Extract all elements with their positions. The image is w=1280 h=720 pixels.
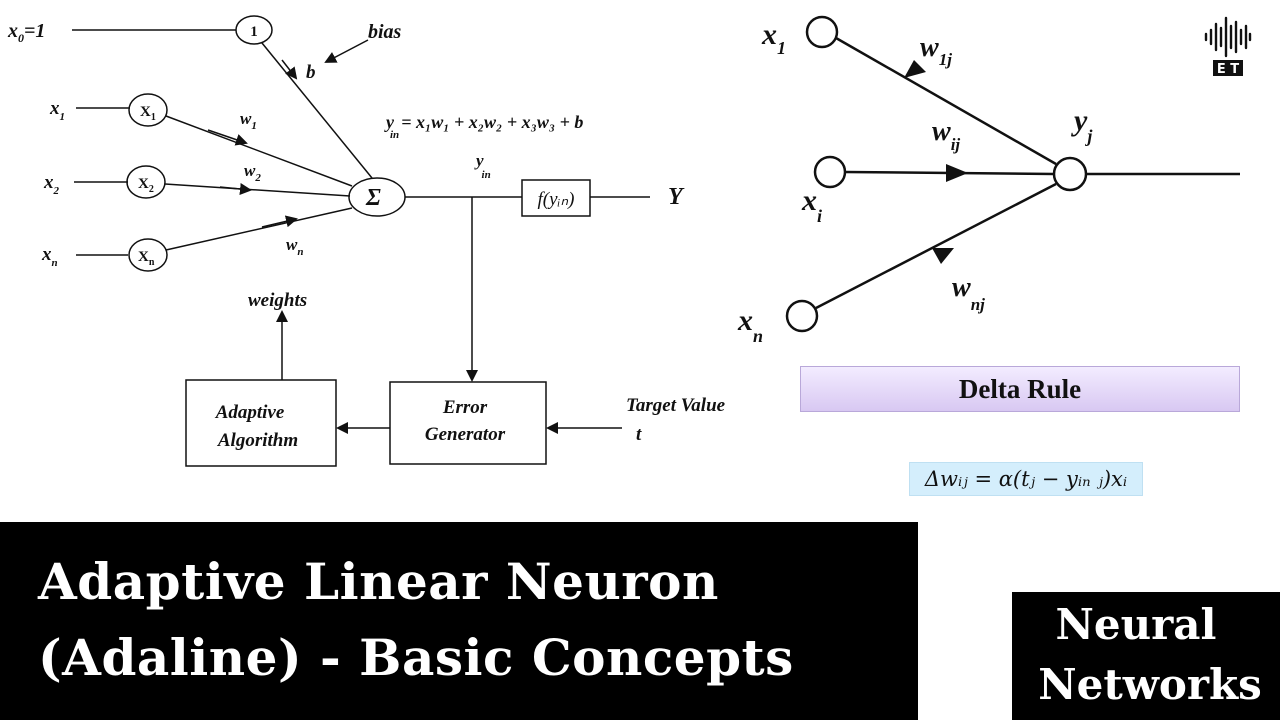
delta-weight-label-n: wnj xyxy=(952,272,985,314)
input-label-n: xn xyxy=(41,244,58,269)
delta-rule-header: Delta Rule xyxy=(800,366,1240,412)
bias-weight-arrow xyxy=(281,59,298,80)
delta-output-label: yj xyxy=(1071,104,1093,146)
bias-node xyxy=(235,15,273,45)
weight-arrow-1 xyxy=(207,129,248,146)
bias-to-sum-line xyxy=(261,42,373,179)
delta-weight-line-1 xyxy=(835,36,1057,166)
page-title-line-2: (Adaline) - Basic Concepts xyxy=(38,628,794,687)
input-node-n xyxy=(128,238,168,272)
logo-text: E T xyxy=(1217,62,1239,77)
delta-input-node-1 xyxy=(805,15,839,49)
output-label: Y xyxy=(668,184,685,210)
delta-weight-label-i: wij xyxy=(932,116,960,154)
delta-rule-label: Delta Rule xyxy=(958,373,1082,404)
input-label-2: x2 xyxy=(43,172,60,197)
series-badge xyxy=(1012,592,1280,720)
delta-weight-line-n xyxy=(815,182,1057,310)
delta-input-node-i xyxy=(813,155,847,189)
input-node-2 xyxy=(126,165,166,199)
series-badge-line-2: Networks xyxy=(1038,660,1262,709)
delta-rule-formula: Δwᵢⱼ = α(tⱼ − yᵢₙ ⱼ)xᵢ xyxy=(909,462,1143,496)
logo-text-plate xyxy=(1213,60,1243,76)
delta-diagram xyxy=(785,15,1240,333)
adaptive-algorithm-box xyxy=(185,379,337,467)
input-node-label-2: X2 xyxy=(138,176,154,195)
weight-line-2 xyxy=(164,183,351,197)
weight-label-n: wn xyxy=(286,235,303,258)
bias-label: bias xyxy=(368,21,402,43)
adaline-diagram xyxy=(72,15,650,467)
weights-label: weights xyxy=(248,290,307,311)
waveform-icon xyxy=(1204,16,1252,58)
summation-symbol: Σ xyxy=(365,185,381,211)
delta-weight-label-1: w1j xyxy=(920,32,952,69)
delta-input-label-i: xi xyxy=(801,184,822,226)
delta-arrow-i xyxy=(946,164,968,182)
bias-weight-label: b xyxy=(306,62,316,83)
input-node-1 xyxy=(128,93,168,127)
delta-labels: x1 xi xn w1j wij wnj yj xyxy=(737,18,1093,346)
error-block-line-2: Generator xyxy=(425,424,506,445)
adaptive-block-line-2: Algorithm xyxy=(217,430,298,451)
error-block-line-1: Error xyxy=(442,397,488,418)
adaline-labels: x0=1 1 bias b x1 X1 w1 x2 X2 w2 xn Xn wn… xyxy=(7,20,726,451)
bias-input-label: x0=1 xyxy=(7,20,45,45)
input-label-1: x1 xyxy=(49,98,65,123)
bias-node-label: 1 xyxy=(250,24,258,40)
target-symbol: t xyxy=(636,424,642,445)
weight-label-2: w2 xyxy=(244,161,261,184)
error-generator-box xyxy=(389,381,547,465)
page-title-line-1: Adaptive Linear Neuron xyxy=(38,552,719,611)
delta-output-node xyxy=(1052,156,1088,192)
target-value-label: Target Value xyxy=(626,395,726,416)
delta-arrow-n xyxy=(932,248,954,264)
weight-line-1 xyxy=(165,115,353,187)
weight-label-1: w1 xyxy=(240,109,257,132)
title-banner xyxy=(0,522,918,720)
activation-label: f(yᵢₙ) xyxy=(538,189,575,210)
input-node-label-n: Xn xyxy=(138,249,155,268)
delta-input-label-n: xn xyxy=(737,304,763,346)
channel-logo: E T xyxy=(1204,16,1252,77)
delta-input-label-1: x1 xyxy=(761,18,786,58)
activation-box xyxy=(521,179,591,217)
bias-pointer-arrow xyxy=(324,39,369,63)
adaptive-block-line-1: Adaptive xyxy=(215,402,285,423)
weight-arrow-n xyxy=(261,215,298,228)
weight-line-n xyxy=(165,207,353,251)
weight-arrow-2 xyxy=(219,183,252,195)
delta-arrowheads xyxy=(904,60,968,264)
series-badge-line-1: Neural xyxy=(1055,600,1217,649)
delta-input-node-n xyxy=(785,299,819,333)
delta-arrow-1 xyxy=(904,60,926,78)
input-node-label-1: X1 xyxy=(140,104,156,123)
